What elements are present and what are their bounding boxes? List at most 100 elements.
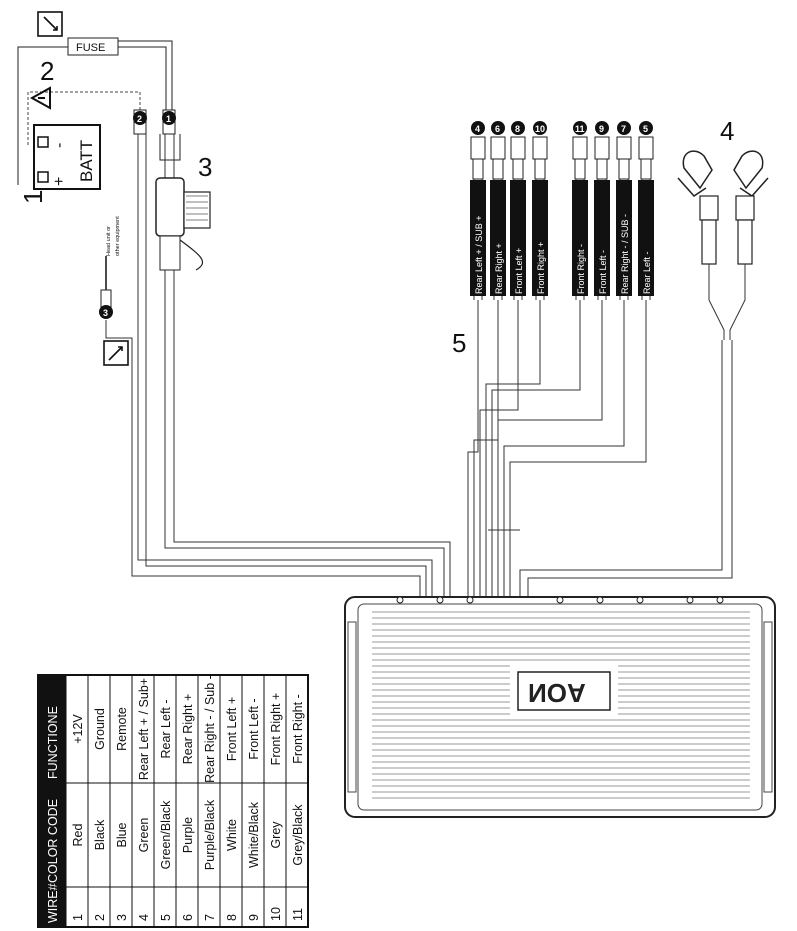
wire-badge-2: 2 [137, 114, 142, 124]
battery-label: BATT [77, 140, 96, 182]
table-cell: Ground [93, 708, 107, 750]
table-cell: 8 [225, 914, 239, 921]
table-cell: Rear Right + [181, 694, 195, 765]
table-cell: Red [71, 823, 85, 846]
label-band [470, 180, 486, 296]
table-cell: Green [137, 818, 151, 853]
table-cell: Grey [269, 821, 283, 849]
label-band [594, 180, 610, 296]
rca-inputs [519, 150, 769, 600]
table-cell: Front Right + [269, 693, 283, 766]
wire-badge-1: 1 [166, 114, 171, 124]
terminal [616, 136, 632, 160]
table-cell: Front Right - [291, 694, 305, 763]
connector-badge [573, 121, 587, 135]
amp-terminal [436, 596, 444, 604]
amp-heatsink-fins [372, 596, 750, 799]
table-cell: White [225, 819, 239, 851]
connector-badge [491, 121, 505, 135]
terminal-sleeve [492, 158, 504, 180]
terminal [510, 136, 526, 160]
label-band [572, 180, 588, 296]
connector-badge [595, 121, 609, 135]
table-cell: 11 [291, 908, 305, 921]
remote-wire: 3 Head unit or other equipment [99, 216, 421, 600]
table-cell: 4 [137, 914, 151, 921]
terminal-sleeve [472, 158, 484, 180]
fuse-holder [155, 134, 211, 271]
table-cell: 2 [93, 914, 107, 921]
table-cell: Front Left - [247, 698, 261, 759]
label-band [532, 180, 548, 296]
amp-terminal [596, 596, 604, 604]
table-frame [37, 674, 309, 928]
connector-badge [511, 121, 525, 135]
callout-1: 1 [18, 190, 48, 204]
callout-2: 2 [40, 56, 54, 86]
table-header-bg [38, 675, 66, 927]
warning-icon [29, 86, 51, 110]
table-cell: Grey/Black [291, 804, 305, 866]
battery-minus: - [51, 143, 68, 148]
callout-3: 3 [198, 152, 212, 182]
connector-number: 6 [495, 124, 500, 134]
table-cell: 7 [203, 914, 217, 921]
table-header-cell: FUNCTIONE [46, 706, 60, 779]
connector-badge [471, 121, 485, 135]
terminal [638, 136, 654, 160]
connector-number: 4 [475, 124, 480, 134]
terminal-sleeve [596, 158, 608, 180]
callout-4: 4 [720, 116, 734, 146]
table-cell: 3 [115, 914, 129, 921]
table-cell: Rear Left + / Sub+ [137, 678, 151, 780]
table-cell: 9 [247, 914, 261, 921]
table-cell: White/Black [247, 801, 261, 868]
terminal [470, 136, 486, 160]
connector-label: Rear Right - / SUB - [620, 214, 630, 294]
connector-label: Rear Left - [642, 251, 652, 294]
remote-note-line2: other equipment [115, 216, 121, 256]
table-cell: Front Left + [225, 697, 239, 761]
amp-terminal [636, 596, 644, 604]
table-cell: Rear Right - / Sub - [203, 675, 217, 783]
terminal [594, 136, 610, 160]
connector-number: 8 [515, 124, 520, 134]
amp-terminal [396, 596, 404, 604]
fuse-label-box [67, 37, 119, 56]
table-cell: +12V [71, 714, 85, 744]
wrench-tool-icon [37, 11, 63, 37]
table-cell: Purple [181, 817, 195, 853]
terminal-sleeve [618, 158, 630, 180]
label-band [490, 180, 506, 296]
remote-note-line1: Head unit or [106, 226, 112, 256]
connector-number: 10 [535, 124, 545, 134]
connector-label: Front Left + [514, 248, 524, 294]
table-cell: Purple/Black [203, 799, 217, 870]
terminal-sleeve [512, 158, 524, 180]
amp-terminal [556, 596, 564, 604]
table-cell: Black [93, 819, 107, 850]
amp-terminal [466, 596, 474, 604]
table-cell: Blue [115, 822, 129, 847]
connector-number: 11 [575, 124, 585, 134]
table-header-cell: COLOR CODE [46, 799, 60, 883]
connector-number: 9 [599, 124, 604, 134]
power-section: FUSE 1 2 BATT + - 2 [17, 11, 451, 600]
callout-5: 5 [452, 328, 466, 358]
connector-number: 5 [643, 124, 648, 134]
connector-label: Front Right + [536, 242, 546, 294]
terminal-sleeve [534, 158, 546, 180]
connector-label: Front Left - [598, 250, 608, 294]
table-cell: Remote [115, 707, 129, 751]
wire-color-table: WIRE#COLOR CODEFUNCTIONE1Red+12V2BlackGr… [37, 674, 309, 928]
